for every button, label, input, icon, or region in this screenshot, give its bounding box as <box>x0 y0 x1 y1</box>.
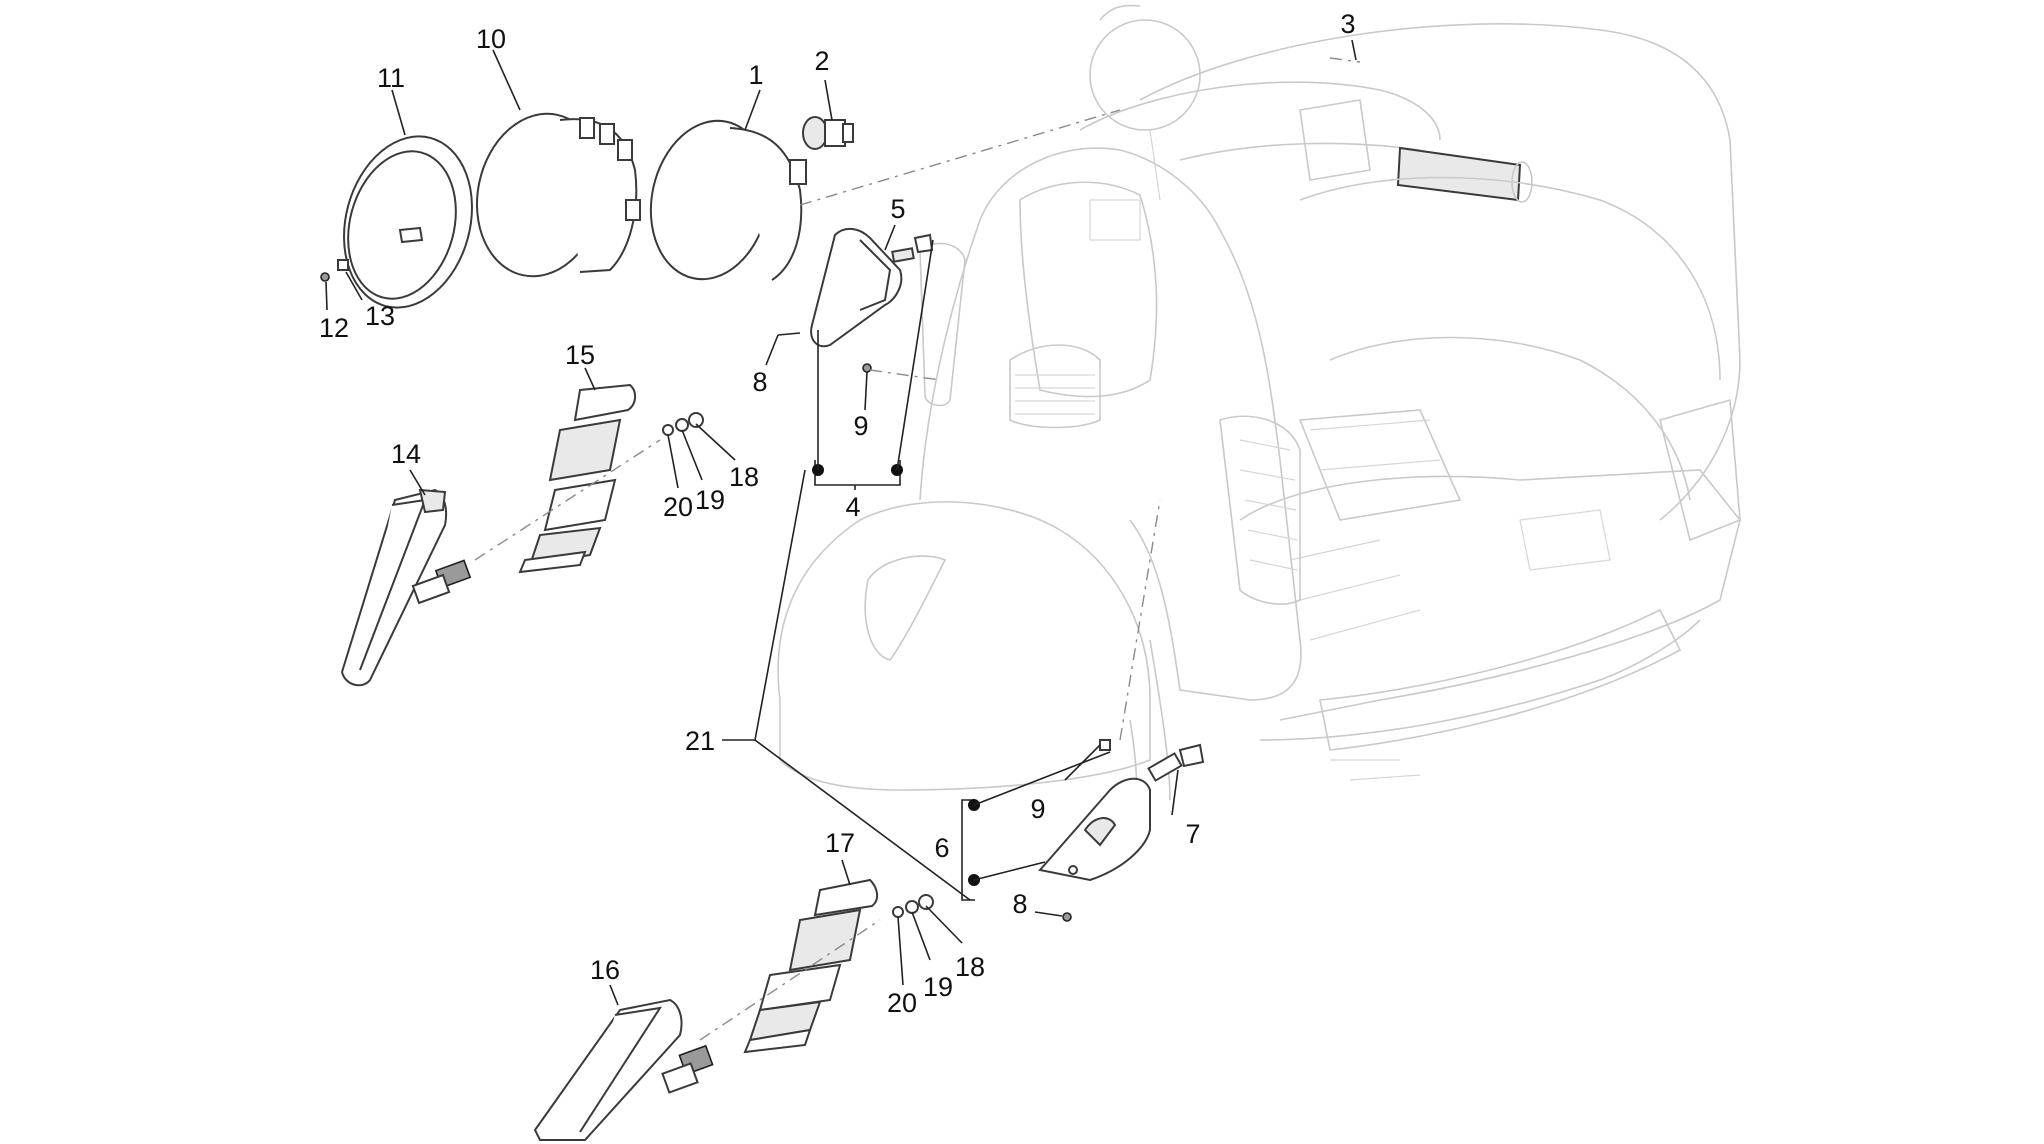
callout-17: 17 <box>825 828 855 858</box>
group-brackets <box>722 239 1111 901</box>
callout-14: 14 <box>391 439 421 469</box>
leader-lines <box>325 39 1357 1006</box>
callout-13: 13 <box>365 301 395 331</box>
callout-11: 11 <box>377 63 405 93</box>
callout-18-upper: 18 <box>729 462 759 492</box>
bracket-6 <box>961 799 975 901</box>
headlight-bulb <box>802 116 854 150</box>
callout-20-lower: 20 <box>887 988 917 1018</box>
headlight-parts <box>320 112 854 309</box>
side-indicator-upper <box>340 383 704 687</box>
assembly-lines <box>474 57 1361 1041</box>
callout-3: 3 <box>1340 9 1355 39</box>
headlight-reflector <box>649 119 807 281</box>
nut-13 <box>337 259 349 271</box>
callout-16: 16 <box>590 955 620 985</box>
callout-1: 1 <box>748 60 763 90</box>
screw-12 <box>320 272 330 282</box>
scooter-body-outline <box>777 4 1741 861</box>
callout-8-lower: 8 <box>1012 889 1027 919</box>
front-indicator-upper <box>777 227 934 373</box>
callout-19-lower: 19 <box>923 972 953 1002</box>
headlight-rim <box>343 135 473 309</box>
callout-20-upper: 20 <box>663 492 693 522</box>
callout-15: 15 <box>565 340 595 370</box>
callout-9-lower: 9 <box>1030 794 1045 824</box>
callout-7: 7 <box>1185 819 1200 849</box>
callout-5: 5 <box>890 194 905 224</box>
callout-8-upper: 8 <box>752 367 767 397</box>
headlight-unit <box>476 112 641 278</box>
callout-6: 6 <box>934 833 949 863</box>
callout-labels: 1 2 3 4 5 6 7 8 8 9 9 10 11 12 13 14 15 … <box>319 9 1356 1018</box>
callout-4: 4 <box>845 492 860 522</box>
callout-2: 2 <box>814 46 829 76</box>
front-indicator-lower <box>1038 739 1205 922</box>
callout-21: 21 <box>685 726 715 756</box>
bracket-4 <box>814 460 901 486</box>
callout-18-lower: 18 <box>955 952 985 982</box>
callout-19-upper: 19 <box>695 485 725 515</box>
callout-9-upper: 9 <box>853 411 868 441</box>
callout-12: 12 <box>319 313 349 343</box>
side-indicator-lower <box>533 878 934 1141</box>
callout-10: 10 <box>476 24 506 54</box>
